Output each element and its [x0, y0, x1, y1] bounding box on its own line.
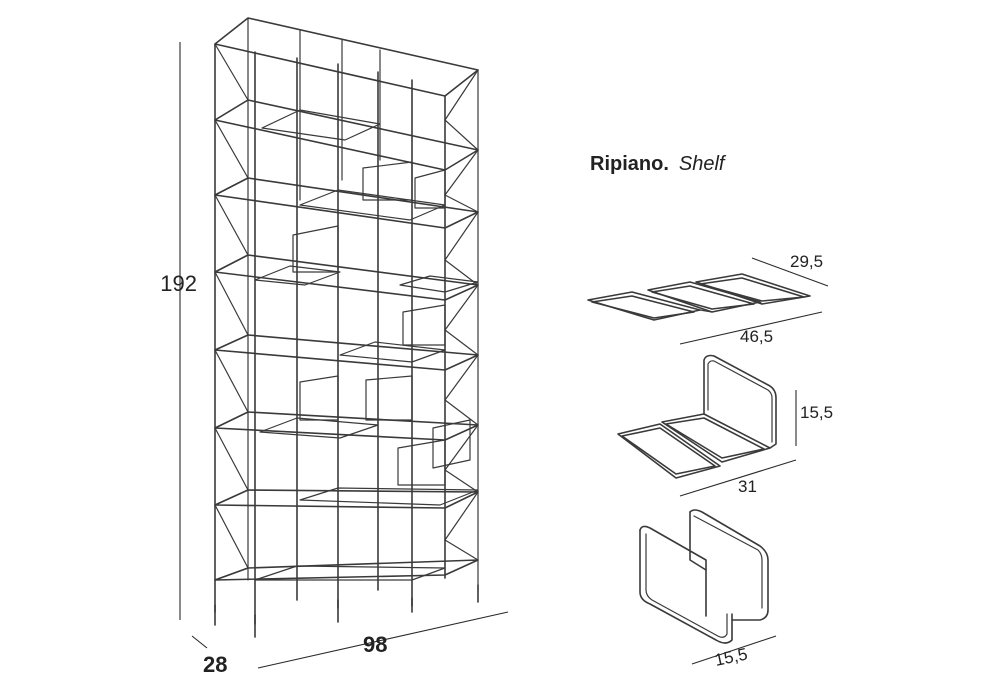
- depth-label: 28: [203, 652, 227, 677]
- shelf-flat-width-line: [679, 311, 823, 345]
- shelf-folded-width-line: [679, 459, 797, 497]
- shelf-box-width-label: 15,5: [713, 644, 749, 669]
- shelf-box-drawing: [639, 509, 769, 644]
- shelf-flat-width-label: 46,5: [740, 327, 773, 346]
- shelf-folded-width-label: 31: [738, 477, 757, 496]
- shelf-box-width-line: [691, 635, 777, 665]
- shelf-title-bold: Ripiano.: [590, 153, 669, 175]
- shelf-title-italic: Shelf: [679, 153, 727, 175]
- shelf-flat-depth-label: 29,5: [790, 252, 823, 271]
- bookcase-drawing: [214, 17, 479, 638]
- shelf-flat-depth-line: [751, 257, 829, 287]
- height-label: 192: [160, 271, 197, 296]
- shelf-folded-drawing: [617, 354, 777, 479]
- width-label: 98: [363, 632, 387, 657]
- shelf-title: Ripiano. Shelf: [590, 153, 727, 175]
- width-dimension-line: [257, 611, 509, 669]
- depth-dimension-line: [191, 635, 208, 649]
- shelf-flat-drawing: [587, 273, 811, 321]
- shelf-folded-height-label: 15,5: [800, 403, 833, 422]
